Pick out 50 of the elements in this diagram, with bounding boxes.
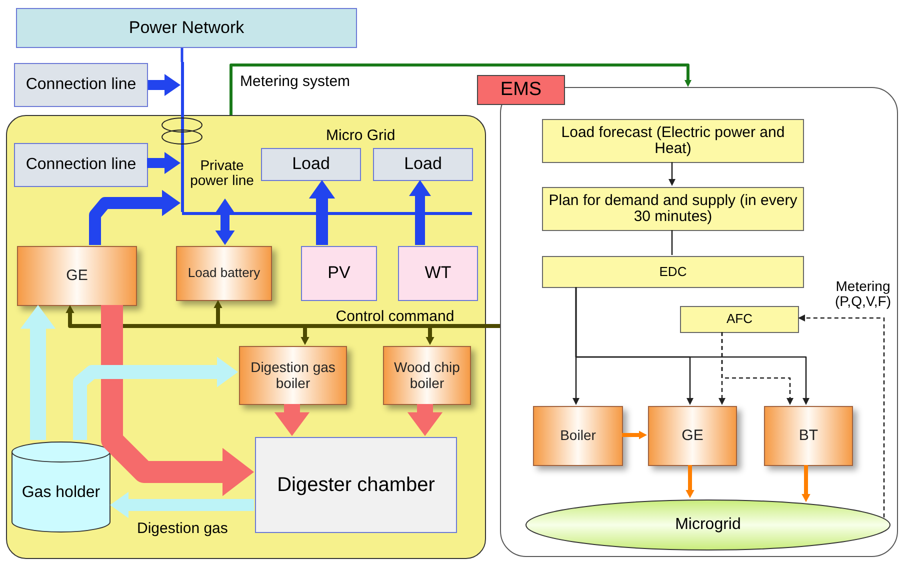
arrow xyxy=(802,465,810,502)
arrow xyxy=(308,180,336,245)
gas-holder-cylinder: Gas holder xyxy=(11,441,111,533)
equipment-box: Boiler xyxy=(533,406,623,466)
arrow xyxy=(101,305,254,496)
process-box: Load xyxy=(373,148,473,181)
network-box: Power Network xyxy=(16,8,357,48)
arrow xyxy=(686,465,694,498)
equipment-box: BT xyxy=(764,406,853,466)
process-box: Connection line xyxy=(14,143,148,187)
arrow xyxy=(575,287,810,405)
edge-label: Metering system xyxy=(240,73,350,92)
process-box: Load forecast (Electric power and Heat) xyxy=(542,119,804,163)
arrow xyxy=(274,404,310,436)
edge-label: Digestion gas xyxy=(137,520,228,539)
equipment-box: Digestion gas boiler xyxy=(239,346,347,405)
process-box: Connection line xyxy=(14,63,148,107)
arrow xyxy=(147,152,180,174)
arrow xyxy=(798,314,885,518)
region-panel xyxy=(6,115,486,559)
tab-label: EMS xyxy=(477,75,565,105)
arrow xyxy=(148,74,180,96)
panel-heading: Micro Grid xyxy=(326,126,396,146)
equipment-box: Load battery xyxy=(176,246,272,301)
source-box: WT xyxy=(398,246,478,301)
chamber-box: Digester chamber xyxy=(255,437,457,533)
power-bus-bar xyxy=(182,212,472,214)
arrow xyxy=(20,305,56,440)
equipment-box: GE xyxy=(17,246,137,306)
arrow xyxy=(622,430,647,440)
arrow xyxy=(721,332,794,405)
process-box: AFC xyxy=(680,306,799,333)
arrow xyxy=(73,356,238,440)
text-label: Metering (P,Q,V,F) xyxy=(834,279,892,308)
process-box: Load xyxy=(261,148,361,181)
arrow xyxy=(215,198,235,245)
equipment-box: Wood chip boiler xyxy=(383,346,471,405)
equipment-box: GE xyxy=(648,406,737,466)
arrow xyxy=(409,180,431,245)
arrow xyxy=(407,404,443,436)
arrow xyxy=(110,492,254,518)
text-label: Private power line xyxy=(189,158,255,188)
arrow xyxy=(230,64,692,115)
process-box: Plan for demand and supply (in every 30 minutes) xyxy=(542,187,804,231)
process-box: EDC xyxy=(542,256,804,288)
arrow xyxy=(668,162,676,186)
microgrid-ellipse: Microgrid xyxy=(525,499,891,551)
power-bus-bar xyxy=(180,62,184,212)
text-label: Control command xyxy=(334,309,456,325)
source-box: PV xyxy=(301,246,377,301)
